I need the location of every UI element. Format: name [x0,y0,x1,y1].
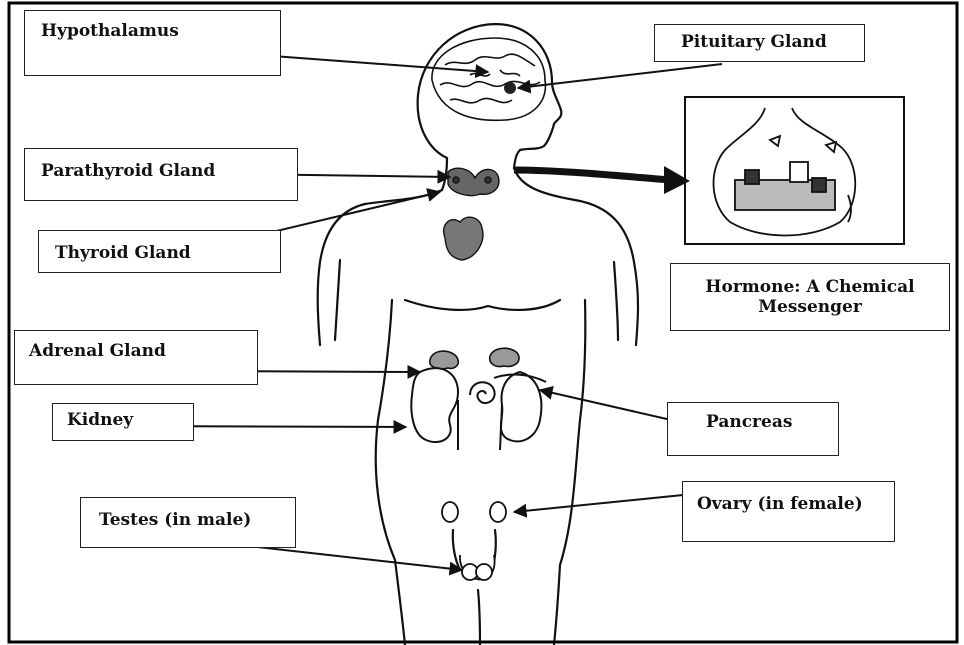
ovary-icon [442,502,506,522]
pancreas-label: Pancreas [667,402,839,456]
hypothalamus-label: Hypothalamus [24,10,281,76]
thyroid-icon [448,168,499,195]
pituitary-connector [518,64,722,88]
testes-connector [240,545,462,570]
testes-label: Testes (in male) [80,497,296,548]
inset-pointer-arrow [514,170,670,180]
heart-icon [444,217,483,260]
pancreas-connector [540,390,680,422]
ovary-connector [514,495,683,512]
thyroid-gland-label: Thyroid Gland [38,230,281,273]
pituitary-icon [504,82,516,94]
kidney-icon [411,368,541,450]
pituitary-gland-label: Pituitary Gland [654,24,865,62]
hormone-chemical-messenger-label: Hormone: A Chemical Messenger [670,263,950,331]
body-silhouette [318,24,638,645]
kidney-label: Kidney [52,403,194,441]
brain-icon [432,38,546,120]
testes-icon [460,555,495,580]
connector-lines [125,48,722,570]
adrenal-gland-label: Adrenal Gland [14,330,258,385]
ovary-label: Ovary (in female) [682,481,895,542]
adrenal-gland-icon [430,348,519,368]
parathyroid-gland-label: Parathyroid Gland [24,148,298,201]
